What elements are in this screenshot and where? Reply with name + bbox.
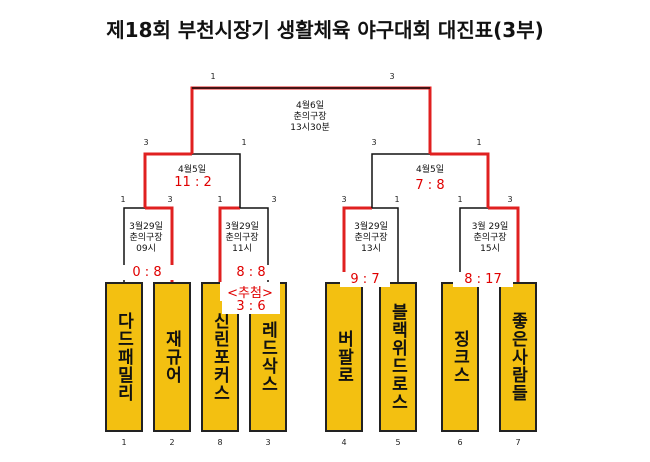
r1-g4-left-line [459,207,488,282]
semi-date: 4월5일 [177,165,206,175]
team-box: 블랙위드로스 [379,282,417,432]
page-title: 제18회 부천시장기 생활체육 야구대회 대진표(3부) [106,18,544,42]
match-score: 8 : 8 [222,265,280,280]
r1-g1-left-line [123,207,145,282]
r1-g2-left-line [218,206,240,282]
r1-g2-right-line [240,207,269,282]
team-box: 다드패밀리 [105,282,143,432]
semi-left-left-line [143,152,192,208]
seed-number: 6 [457,438,463,447]
draw-score: 3 : 6 [222,299,280,314]
semi-date: 4월5일 [415,165,444,175]
semi-score: 7 : 8 [402,178,458,193]
match-score: 0 : 8 [118,265,176,280]
semi-score: 11 : 2 [158,175,228,190]
draw-note: <추첨> [220,282,280,301]
team-box: 재규어 [153,282,191,432]
seed-number: 8 [217,438,223,447]
r1-g3-right-line [372,207,399,282]
team-box: 버팔로 [325,282,363,432]
match-score: 8 : 17 [453,272,513,287]
seed-number: 5 [395,438,401,447]
team-box: 좋은사람들 [499,282,537,432]
seed-number: 1 [121,438,127,447]
semi-left-right-line [192,153,241,208]
semi-right-right-line [430,152,490,208]
r1-g3-left-line [342,206,372,282]
seed-number: 2 [169,438,175,447]
semi-right-left-line [371,153,430,208]
seed-number: 3 [265,438,271,447]
seed-number: 4 [341,438,347,447]
seed-number: 7 [515,438,521,447]
team-box: 징크스 [441,282,479,432]
r1-g4-right-line [488,206,520,282]
r1-g1-right-line [145,206,174,282]
match-score: 9 : 7 [340,272,390,287]
